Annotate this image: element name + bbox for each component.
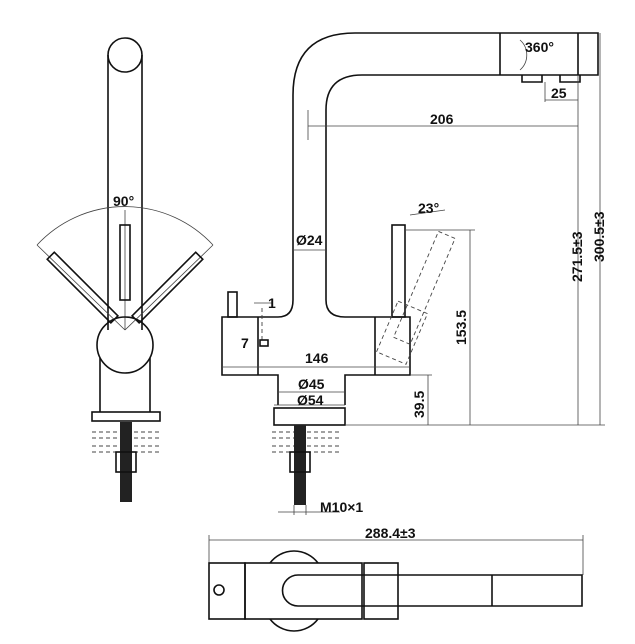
tube-diameter-label: Ø24 xyxy=(296,232,323,248)
total-length-label: 288.4±3 xyxy=(365,525,416,541)
side-view: 360° 25 206 23° Ø24 1 7 146 Ø45 Ø54 M10×… xyxy=(221,32,607,515)
lever-swing-label: 90° xyxy=(113,193,134,209)
spout-height-label: 271.5±3 xyxy=(569,231,585,282)
base-height-label: 39.5 xyxy=(411,391,427,418)
outlet-offset-label: 25 xyxy=(551,85,567,101)
body-width-label: 146 xyxy=(305,350,329,366)
front-view: 90° xyxy=(36,37,214,502)
dim-7-label: 7 xyxy=(241,335,249,351)
handle-height-label: 153.5 xyxy=(453,310,469,345)
total-height-label: 300.5±3 xyxy=(591,211,607,262)
thread-label: M10×1 xyxy=(320,499,363,515)
base-inner-diameter-label: Ø45 xyxy=(298,376,325,392)
top-view: 288.4±3 xyxy=(208,525,584,632)
spout-reach-label: 206 xyxy=(430,111,454,127)
base-outer-diameter-label: Ø54 xyxy=(297,392,324,408)
spout-rotation-label: 360° xyxy=(525,39,554,55)
handle-angle-label: 23° xyxy=(418,200,439,216)
dim-1-label: 1 xyxy=(268,295,276,311)
